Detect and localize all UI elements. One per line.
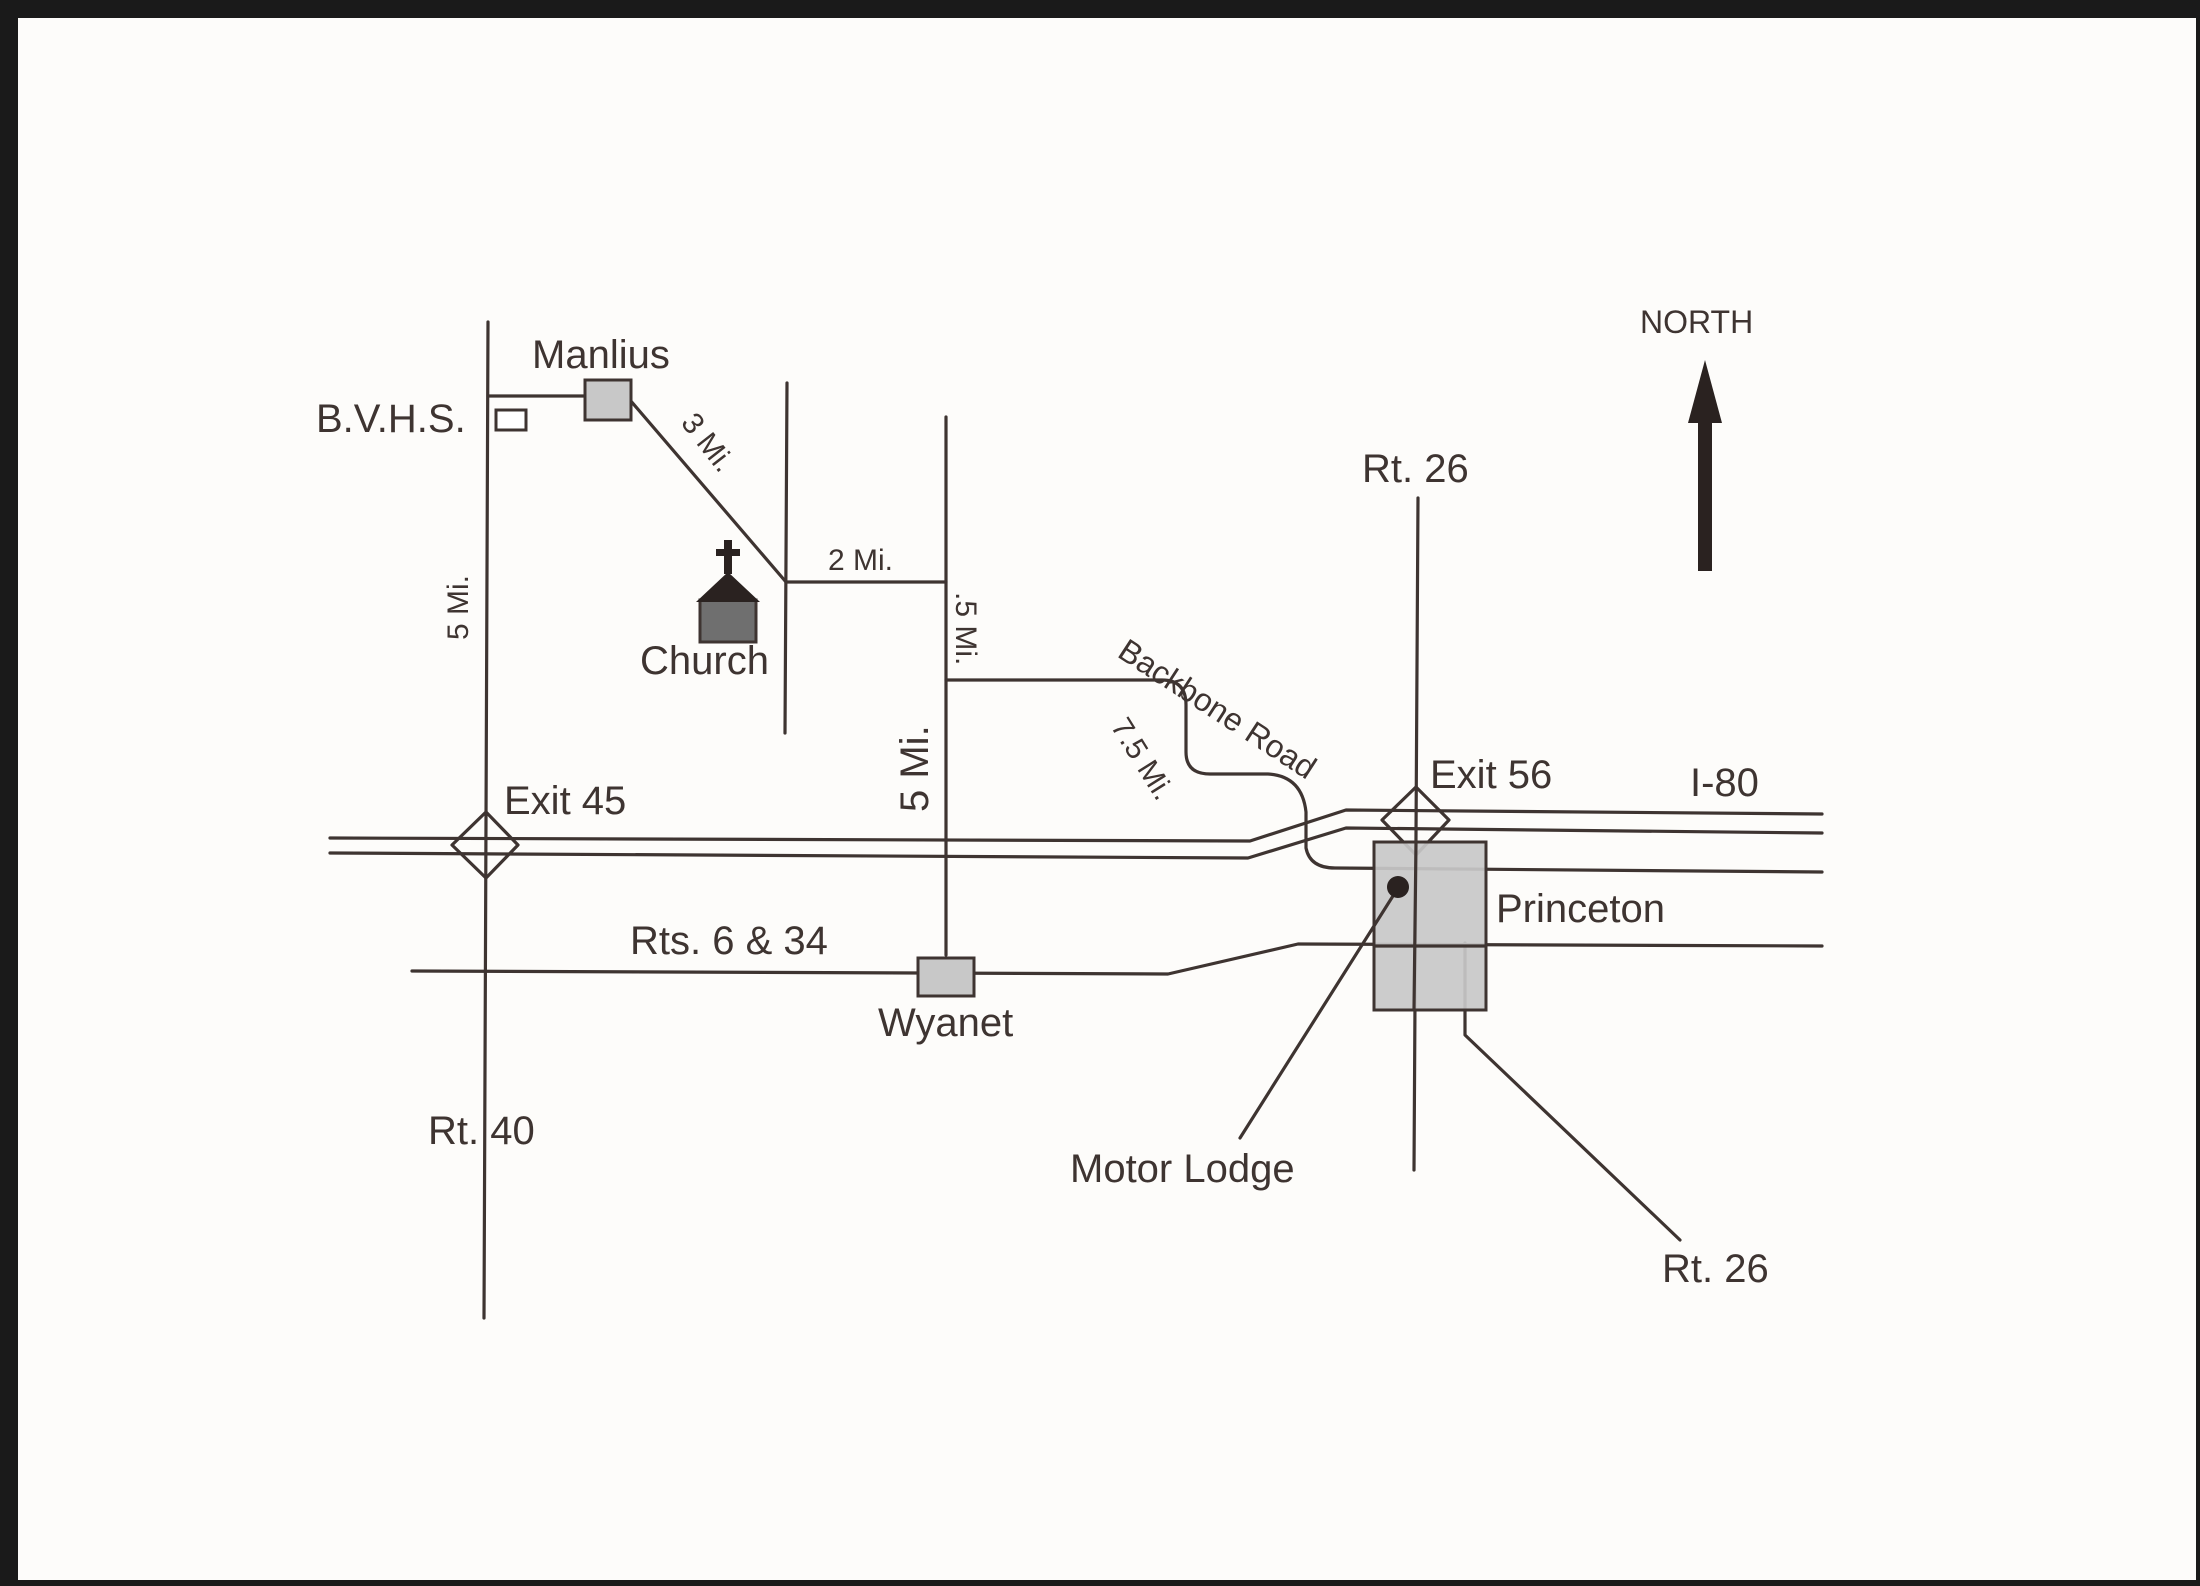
i80-south-lane	[328, 826, 1824, 860]
rts-6-34-road	[410, 942, 1824, 976]
distance-label-rt40-segment: 5 Mi.	[442, 575, 475, 640]
road-label-rt40: Rt. 40	[428, 1109, 535, 1153]
place-label-motor-lodge: Motor Lodge	[1070, 1147, 1295, 1191]
map-card	[18, 18, 2196, 1580]
distance-label-manlius-church: 3 Mi.	[674, 407, 740, 479]
road-label-i80: I-80	[1690, 761, 1759, 805]
place-label-princeton: Princeton	[1496, 887, 1665, 931]
manlius-church-road	[628, 398, 788, 584]
place-label-manlius: Manlius	[532, 333, 670, 377]
motor-lodge-marker	[1387, 876, 1409, 898]
princeton-area	[1372, 840, 1488, 1012]
bvhs-building	[494, 408, 528, 432]
road-label-exit56: Exit 56	[1430, 753, 1552, 797]
church-icon	[696, 540, 760, 644]
backbone-road	[944, 678, 1824, 874]
road-label-rt26-north: Rt. 26	[1362, 447, 1469, 491]
north-arrow-icon	[1688, 360, 1722, 571]
princeton-inner-road	[1412, 840, 1418, 1012]
distance-label-half-mile: .5 Mi.	[949, 592, 982, 665]
distance-label-wyanet-road: 5 Mi.	[893, 725, 937, 812]
rt26-south-road	[1463, 941, 1682, 1242]
compass-label: NORTH	[1640, 304, 1753, 340]
distance-label-backbone: 7.5 Mi.	[1104, 712, 1180, 806]
rt26-road	[1412, 496, 1420, 1172]
place-label-church: Church	[640, 639, 769, 683]
i80-north-lane	[328, 808, 1824, 843]
rt40-road	[482, 320, 490, 1320]
church-vertical-road	[783, 381, 789, 735]
manlius-town	[583, 378, 633, 422]
road-label-rt26-south: Rt. 26	[1662, 1247, 1769, 1291]
distance-label-church-connector: 2 Mi.	[828, 544, 893, 577]
place-label-wyanet: Wyanet	[878, 1001, 1013, 1045]
road-label-rts-6-34: Rts. 6 & 34	[630, 919, 828, 963]
motor-lodge-pointer	[1238, 886, 1400, 1140]
exit45-interchange	[450, 810, 520, 880]
place-label-bvhs: B.V.H.S.	[316, 397, 466, 441]
wyanet-town	[916, 956, 976, 998]
road-label-exit45: Exit 45	[504, 779, 626, 823]
